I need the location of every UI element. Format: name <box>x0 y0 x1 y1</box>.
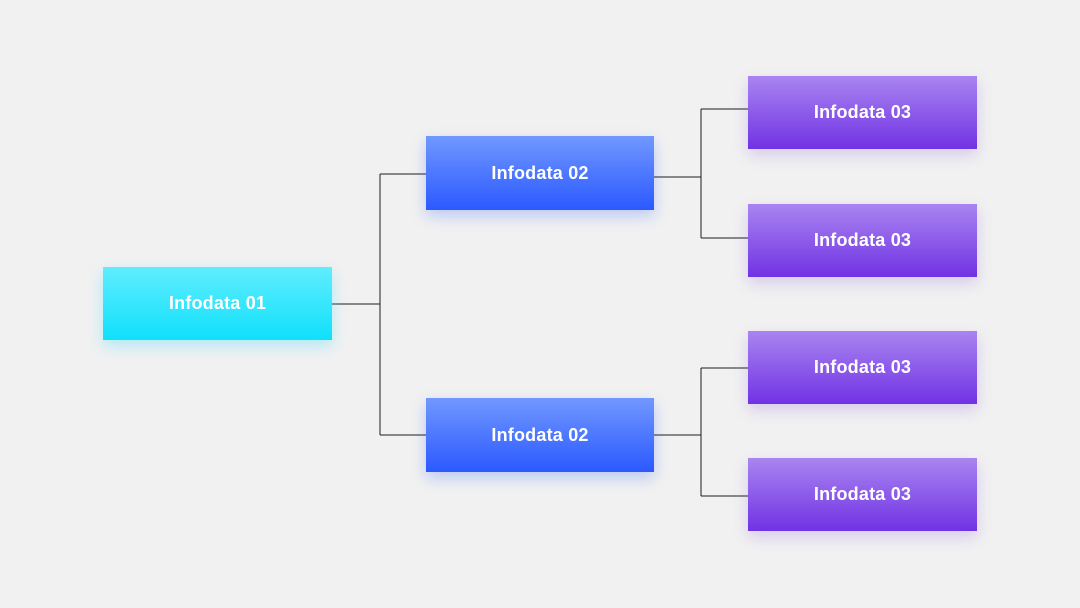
connector-top-level2-to-level3 <box>654 108 748 239</box>
node-infodata-01: Infodata 01 <box>103 267 332 340</box>
node-infodata-03-4: Infodata 03 <box>748 458 977 531</box>
node-infodata-02-top: Infodata 02 <box>426 136 654 210</box>
node-infodata-03-1: Infodata 03 <box>748 76 977 149</box>
connector-root-to-level2 <box>332 173 426 436</box>
node-infodata-03-2: Infodata 03 <box>748 204 977 277</box>
node-label: Infodata 03 <box>813 230 912 250</box>
node-label: Infodata 03 <box>813 102 912 122</box>
node-label: Infodata 01 <box>168 293 267 313</box>
node-label: Infodata 03 <box>813 357 912 377</box>
node-label: Infodata 02 <box>491 424 589 445</box>
node-infodata-02-bottom: Infodata 02 <box>426 398 654 472</box>
node-label: Infodata 03 <box>813 484 912 504</box>
node-infodata-03-3: Infodata 03 <box>748 331 977 404</box>
connector-bottom-level2-to-level3 <box>654 367 748 497</box>
node-label: Infodata 02 <box>491 162 589 183</box>
